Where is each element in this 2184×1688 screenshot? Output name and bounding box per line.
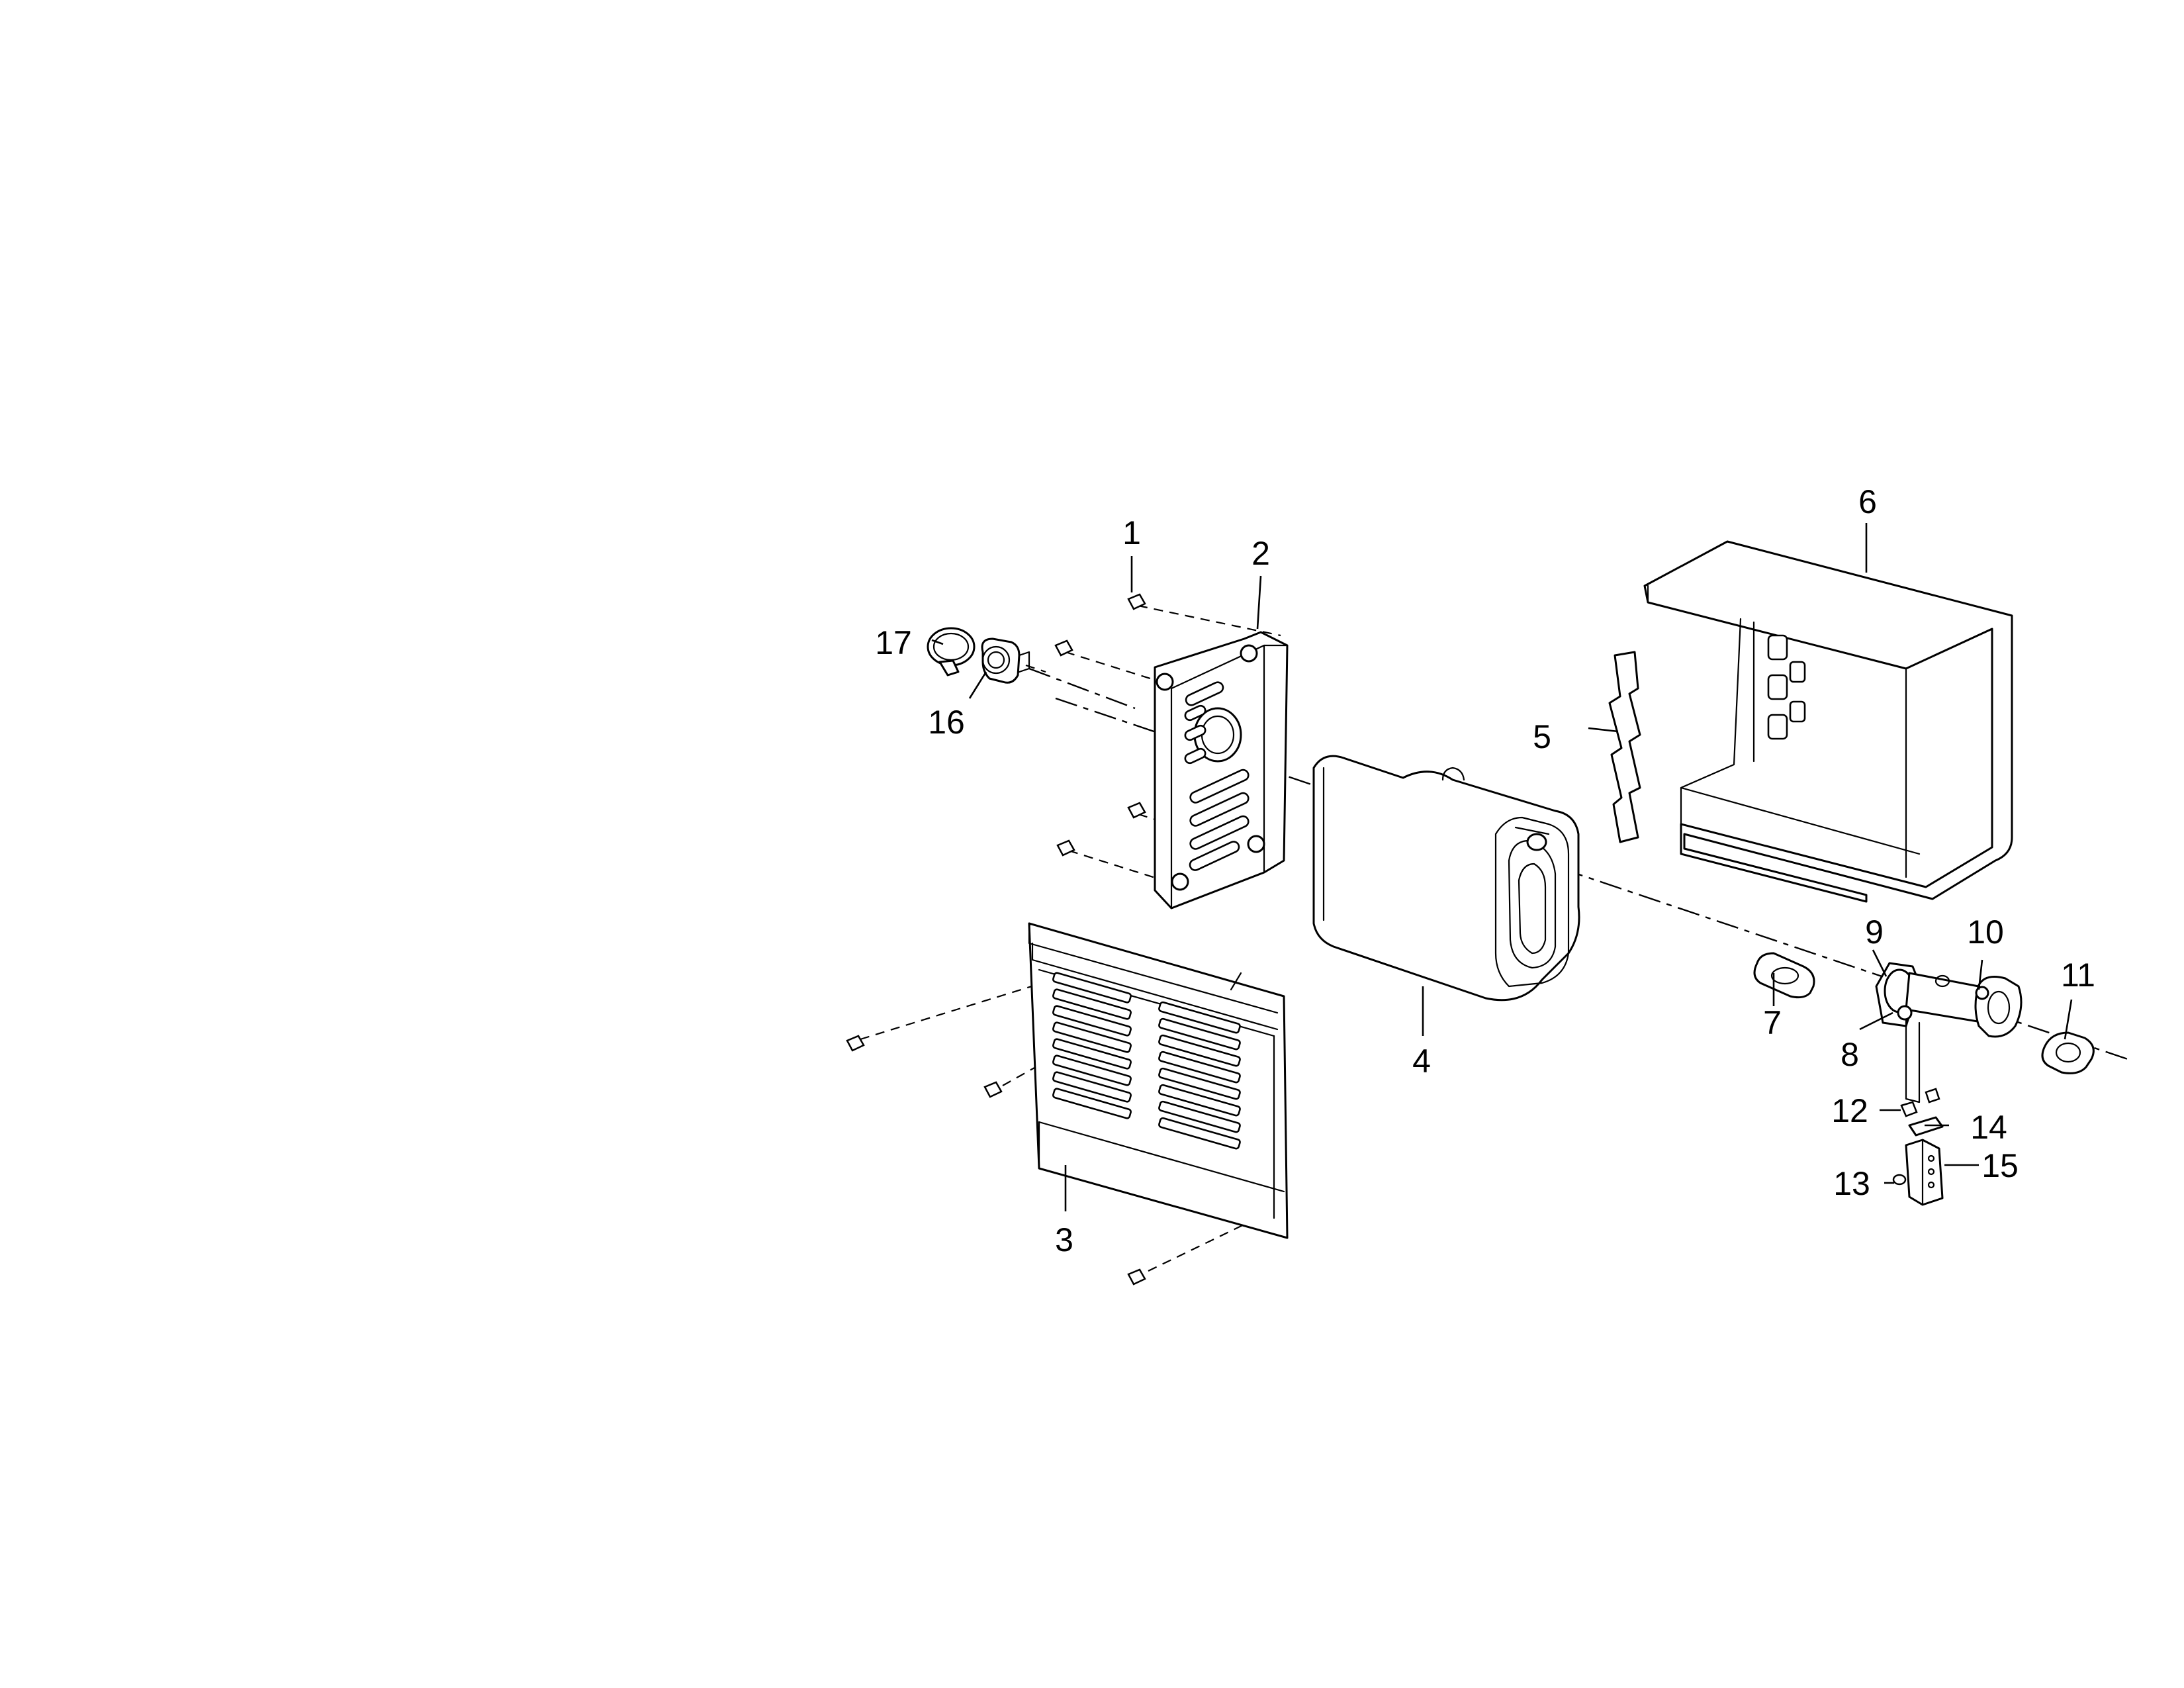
screw-mid-plate	[1127, 802, 1146, 819]
callout-6: 6	[1858, 483, 1877, 520]
screws	[846, 593, 1146, 1286]
screw-guard-upper	[846, 1035, 865, 1052]
callout-4: 4	[1412, 1043, 1431, 1080]
screw-upper-left-plate	[1054, 639, 1073, 657]
callout-7: 7	[1763, 1004, 1782, 1041]
callout-11: 11	[2061, 957, 2095, 994]
outlet-gasket	[2041, 1031, 2095, 1074]
callout-5: 5	[1533, 718, 1551, 755]
exhaust-pipe-assembly	[1875, 962, 2023, 1103]
callout-9: 9	[1865, 914, 1884, 951]
spark-arrester	[981, 637, 1046, 684]
end-plate	[1154, 631, 1289, 910]
louver-slots	[1052, 972, 1241, 1150]
heat-shield-cover	[1643, 540, 2013, 903]
bracket-hardware	[1892, 1088, 1944, 1206]
screw-guard-bottom	[1127, 1268, 1146, 1286]
gasket-strip	[1608, 651, 1641, 843]
callout-8: 8	[1841, 1036, 1859, 1073]
callout-14: 14	[1970, 1109, 2007, 1146]
callout-13: 13	[1833, 1165, 1870, 1202]
callout-15: 15	[1981, 1147, 2019, 1184]
flange-gasket	[1753, 952, 1815, 999]
callout-3: 3	[1055, 1221, 1073, 1258]
screw-lower-plate	[1056, 839, 1075, 857]
screw-guard-middle	[983, 1081, 1003, 1098]
muffler-body	[1312, 755, 1580, 1002]
callout-10: 10	[1967, 914, 2004, 951]
hose-clamp	[927, 627, 976, 677]
callout-1: 1	[1122, 514, 1141, 551]
louvered-guard	[1028, 922, 1289, 1239]
callout-numbers: 1 2 3 4 5 6 7 8 9 10 11 12 13 14 15 16 1…	[875, 483, 2095, 1258]
callout-17: 17	[875, 624, 912, 661]
callout-2: 2	[1251, 535, 1270, 572]
callout-12: 12	[1831, 1092, 1868, 1129]
leader-lines	[931, 523, 2073, 1211]
screw-top-right-plate	[1127, 593, 1146, 610]
callout-16: 16	[928, 704, 965, 741]
